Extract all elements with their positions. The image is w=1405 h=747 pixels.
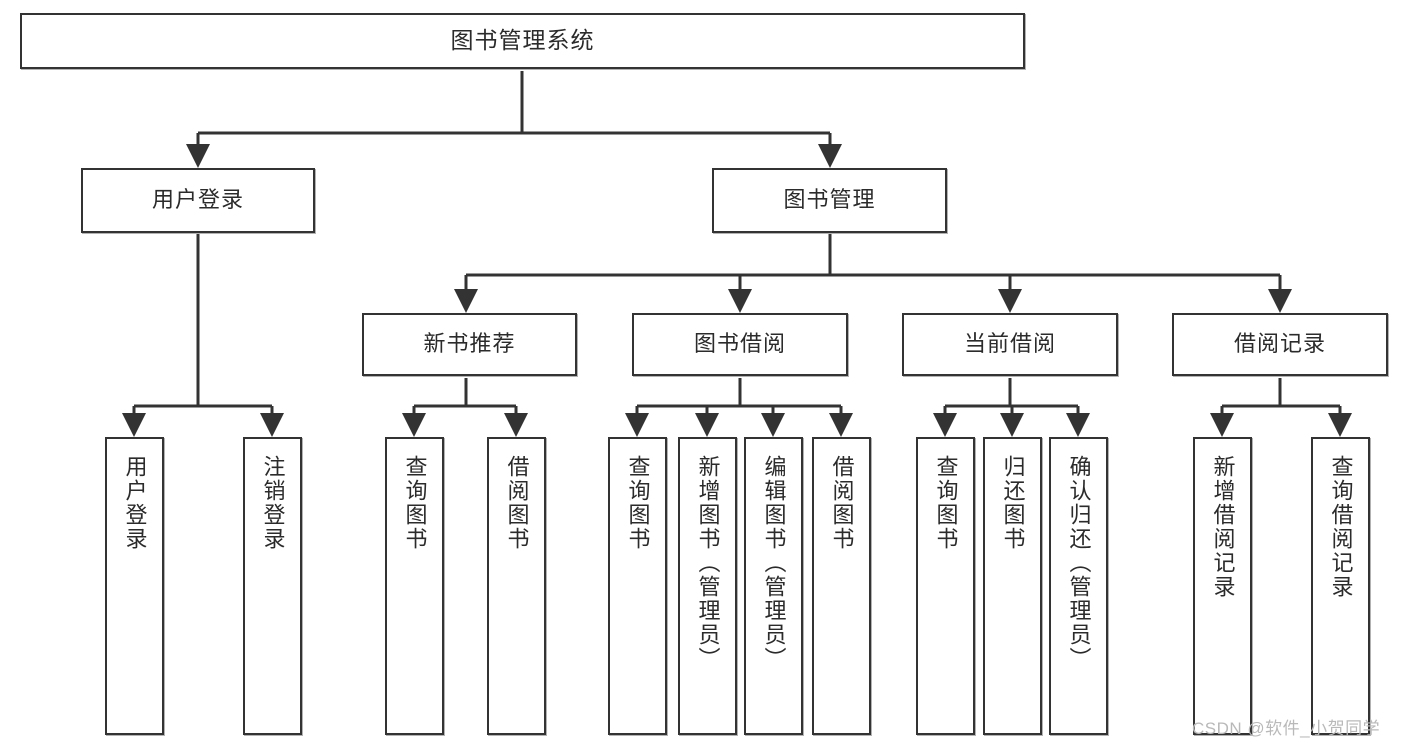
node-leaf-label: 查询借阅记录 bbox=[1328, 455, 1354, 599]
watermark-text: CSDN @软件_小贺同学 bbox=[1192, 719, 1381, 738]
node-leaf-label: 新增图书（管理员） bbox=[695, 455, 721, 671]
node-new-book-recommend[interactable]: 新书推荐 bbox=[362, 313, 577, 376]
node-leaf-label: 确认归还（管理员） bbox=[1066, 455, 1092, 671]
node-leaf-query-borrow-record[interactable]: 查询借阅记录 bbox=[1311, 437, 1370, 735]
node-leaf-label: 用户登录 bbox=[122, 455, 148, 551]
node-leaf-label: 查询图书 bbox=[402, 455, 428, 551]
node-user-login-label: 用户登录 bbox=[151, 187, 244, 213]
node-leaf-edit-book-admin[interactable]: 编辑图书（管理员） bbox=[744, 437, 803, 735]
node-leaf-label: 归还图书 bbox=[1000, 455, 1026, 551]
node-user-login[interactable]: 用户登录 bbox=[81, 168, 315, 233]
node-current-borrow-label: 当前借阅 bbox=[963, 331, 1056, 357]
node-book-management[interactable]: 图书管理 bbox=[712, 168, 947, 233]
node-leaf-label: 新增借阅记录 bbox=[1210, 455, 1236, 599]
node-borrow-records-label: 借阅记录 bbox=[1233, 331, 1326, 357]
node-book-management-label: 图书管理 bbox=[783, 187, 876, 213]
node-root-label: 图书管理系统 bbox=[450, 27, 595, 54]
node-leaf-add-borrow-record[interactable]: 新增借阅记录 bbox=[1193, 437, 1252, 735]
node-leaf-label: 注销登录 bbox=[260, 455, 286, 551]
node-book-borrow[interactable]: 图书借阅 bbox=[632, 313, 848, 376]
node-current-borrow[interactable]: 当前借阅 bbox=[902, 313, 1118, 376]
node-leaf-logout[interactable]: 注销登录 bbox=[243, 437, 302, 735]
node-leaf-label: 编辑图书（管理员） bbox=[761, 455, 787, 671]
node-leaf-label: 借阅图书 bbox=[829, 455, 855, 551]
node-new-book-recommend-label: 新书推荐 bbox=[423, 331, 516, 357]
node-borrow-records[interactable]: 借阅记录 bbox=[1172, 313, 1388, 376]
node-leaf-borrow-book-recommend[interactable]: 借阅图书 bbox=[487, 437, 546, 735]
node-book-borrow-label: 图书借阅 bbox=[693, 331, 786, 357]
node-leaf-user-login[interactable]: 用户登录 bbox=[105, 437, 164, 735]
node-leaf-confirm-return-admin[interactable]: 确认归还（管理员） bbox=[1049, 437, 1108, 735]
node-leaf-borrow-book[interactable]: 借阅图书 bbox=[812, 437, 871, 735]
node-leaf-query-book-recommend[interactable]: 查询图书 bbox=[385, 437, 444, 735]
node-leaf-query-book-current[interactable]: 查询图书 bbox=[916, 437, 975, 735]
node-leaf-label: 查询图书 bbox=[625, 455, 651, 551]
node-leaf-label: 查询图书 bbox=[933, 455, 959, 551]
node-leaf-return-book[interactable]: 归还图书 bbox=[983, 437, 1042, 735]
node-root-library-system[interactable]: 图书管理系统 bbox=[20, 13, 1025, 69]
node-leaf-query-book[interactable]: 查询图书 bbox=[608, 437, 667, 735]
node-leaf-add-book-admin[interactable]: 新增图书（管理员） bbox=[678, 437, 737, 735]
node-leaf-label: 借阅图书 bbox=[504, 455, 530, 551]
